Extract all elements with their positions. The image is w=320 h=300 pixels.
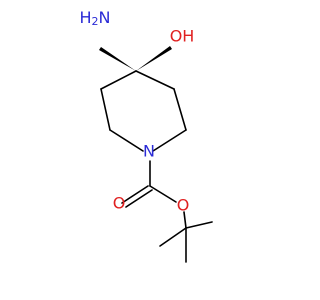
molecule-diagram: H2N OH N O O	[80, 8, 213, 263]
amino-label: H2N	[80, 8, 111, 29]
ester-oxygen-label: O	[177, 196, 190, 215]
bond-carbonyl-ester-o	[149, 185, 177, 203]
bond-ring-n-c7	[109, 129, 144, 152]
bond-ring-c5-n	[152, 129, 187, 152]
bond-carbonyl-double-b	[125, 189, 153, 208]
bond-ring-c4-c5	[173, 88, 187, 131]
bond-tbu-methyl-left	[159, 227, 187, 247]
bond-ring-c2-c3	[100, 70, 137, 90]
bond-ring-c7-c1	[100, 88, 111, 131]
bond-ring-c3-c4	[135, 70, 175, 90]
wedge-bond-amino	[99, 47, 136, 71]
structure-drawing: H2N OH N O O	[80, 8, 213, 263]
hydroxyl-label: OH	[170, 27, 195, 46]
bond-tbu-methyl-right	[185, 221, 213, 229]
bond-ester-o-tert-c	[183, 211, 187, 229]
carbonyl-oxygen-label: O	[113, 194, 126, 213]
wedge-bond-hydroxyl	[136, 46, 172, 71]
bond-carbonyl-double-a	[121, 185, 149, 204]
ring-nitrogen-label: N	[143, 142, 155, 161]
